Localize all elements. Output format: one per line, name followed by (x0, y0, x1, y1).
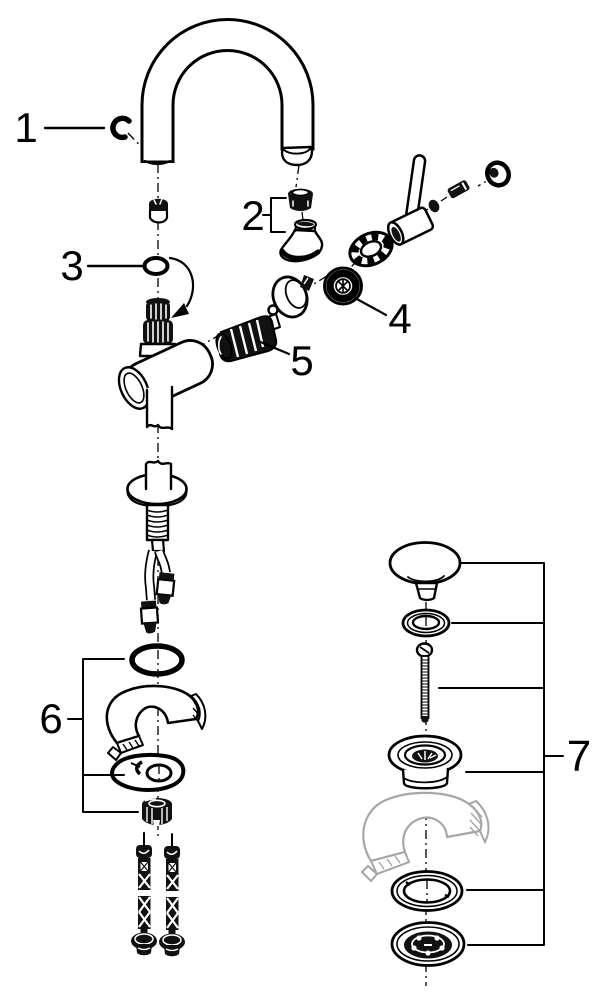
label5-line (256, 339, 291, 356)
spout-end-collar (280, 145, 314, 167)
escutcheon (271, 275, 314, 319)
retaining-clip (110, 115, 132, 141)
mounting-stud-right (159, 833, 185, 957)
drain-basket (390, 921, 466, 967)
part-label-3: 3 (60, 242, 83, 289)
handle-cap (485, 160, 511, 188)
mounting-nut (142, 798, 172, 826)
mounting-washer (109, 752, 186, 793)
part-label-2: 2 (241, 192, 264, 239)
label6-bracket (67, 658, 139, 813)
faucet-body (117, 298, 214, 431)
callout-lines (43, 126, 564, 946)
cartridge (215, 304, 281, 363)
cap-ring (323, 266, 363, 306)
label4-line (353, 296, 388, 317)
part-label-4: 4 (388, 295, 411, 342)
stabilizer-plate (105, 684, 207, 761)
spout (140, 18, 315, 167)
part-label-7: 7 (567, 732, 591, 781)
mounting-shank (126, 459, 188, 553)
lever-handle (386, 154, 435, 246)
part-label-5: 5 (290, 337, 313, 384)
base-o-ring (129, 643, 185, 677)
lock-ring (348, 230, 394, 268)
spout-outlet (279, 218, 324, 263)
ghost-stabilizer-plate (360, 791, 490, 883)
drain-flange (387, 734, 463, 790)
set-screw (447, 180, 470, 199)
part-label-6: 6 (39, 695, 62, 742)
drain-plug (388, 541, 462, 602)
insert-arrow (168, 256, 195, 318)
mounting-stud-left (131, 832, 157, 956)
lift-rod (415, 642, 434, 723)
part-label-1: 1 (14, 104, 37, 151)
lever-ball (428, 199, 440, 213)
o-ring-3 (142, 256, 170, 276)
drain-washer (390, 870, 464, 912)
mousseur (288, 188, 313, 211)
supply-hoses (139, 549, 176, 634)
label2-bracket (262, 197, 287, 233)
spout-bearing-ring (148, 198, 169, 224)
label7-bracket (438, 562, 564, 946)
drain-ring (401, 608, 451, 638)
